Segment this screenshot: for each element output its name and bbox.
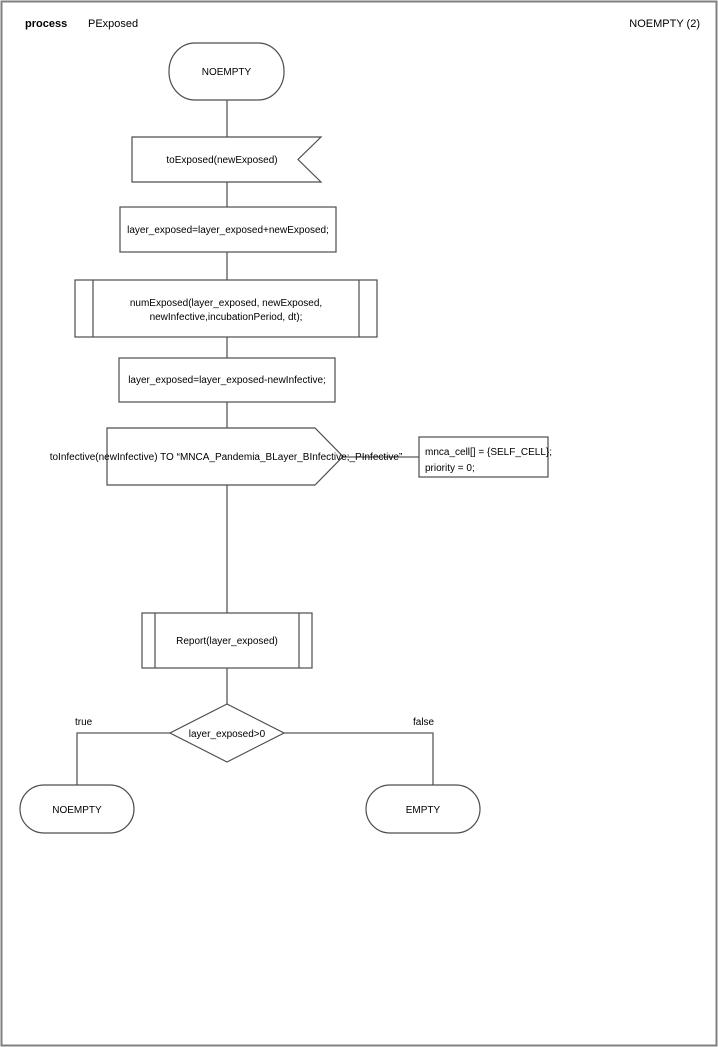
input-signal-label: toExposed(newExposed) <box>166 155 277 166</box>
comment-box <box>418 436 549 478</box>
process-keyword: process <box>25 18 67 30</box>
comment-line2: priority = 0; <box>425 463 475 474</box>
decision-label: layer_exposed>0 <box>189 729 266 740</box>
task2-label: layer_exposed=layer_exposed-newInfective… <box>128 375 326 386</box>
state-true-shape <box>19 784 135 834</box>
state-true-label: NOEMPTY <box>52 805 102 816</box>
start-state-label: NOEMPTY <box>202 67 252 78</box>
state-false-label: EMPTY <box>406 805 441 816</box>
page-reference: NOEMPTY (2) <box>629 18 700 30</box>
false-branch-label: false <box>413 717 435 728</box>
procedure-call2-shape <box>141 612 313 669</box>
false-branch-connector <box>284 732 434 785</box>
true-branch-label: true <box>75 717 93 728</box>
procedure-call1-shape <box>74 279 378 338</box>
procedure-call2-label: Report(layer_exposed) <box>176 636 278 647</box>
procedure-call1-label-line1: numExposed(layer_exposed, newExposed, <box>130 298 322 309</box>
task1-shape <box>119 206 337 253</box>
task1-label: layer_exposed=layer_exposed+newExposed; <box>127 225 329 236</box>
input-signal-shape <box>131 136 323 183</box>
process-name: PExposed <box>88 18 138 30</box>
state-false-shape <box>365 784 481 834</box>
procedure-call1-label-line2: newInfective,incubationPeriod, dt); <box>150 312 303 323</box>
comment-line1: mnca_cell[] = {SELF_CELL}; <box>425 447 552 458</box>
task2-shape <box>118 357 336 403</box>
start-state-shape <box>168 42 285 101</box>
decision-shape <box>168 703 286 763</box>
output-signal-shape <box>106 427 344 486</box>
output-signal-label: toInfective(newInfective) TO “MNCA_Pande… <box>50 452 403 463</box>
true-branch-connector <box>76 732 170 785</box>
